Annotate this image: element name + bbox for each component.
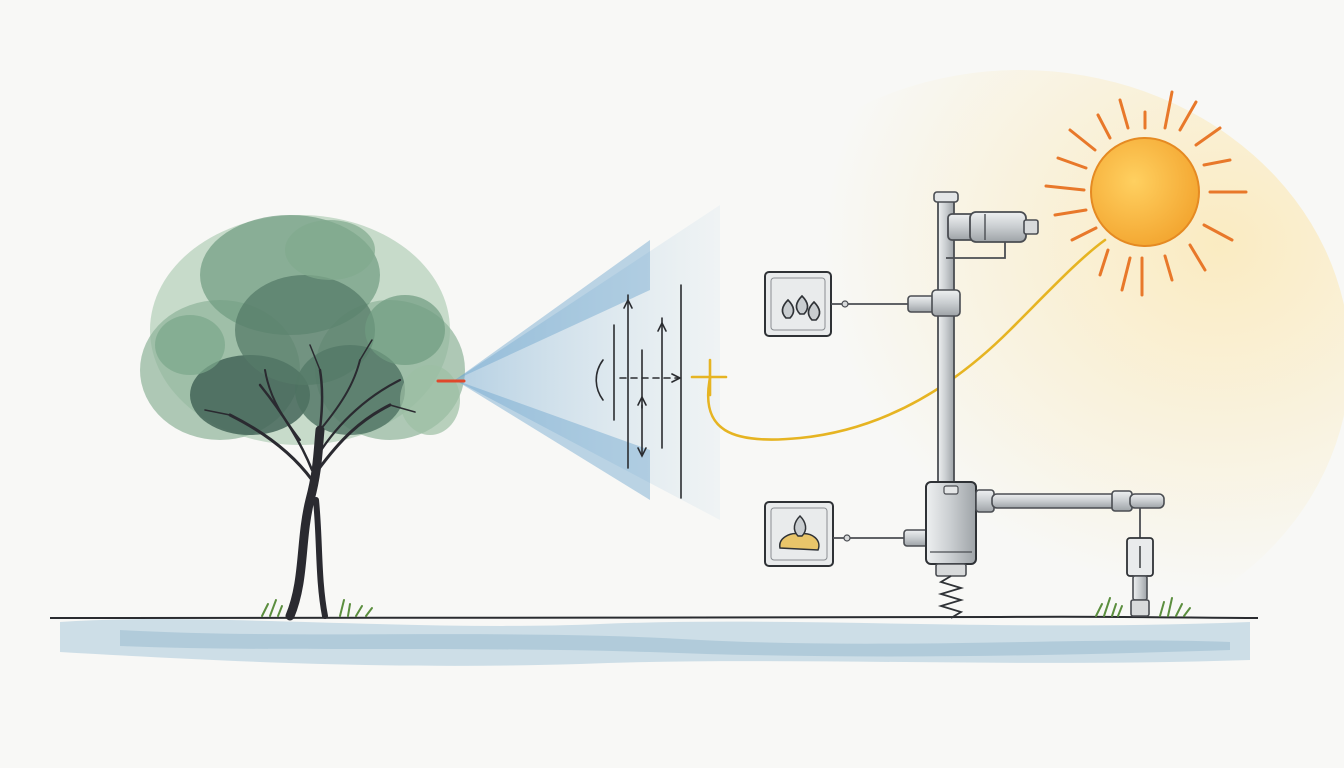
beam-icon [436, 205, 720, 520]
ground-line [49, 615, 1259, 619]
sun-rays [1044, 90, 1248, 297]
water-drop-icon [779, 514, 820, 551]
sun-icon [1044, 90, 1248, 297]
moisture-sensor-box [764, 501, 929, 567]
grass-tuft [261, 599, 373, 617]
camera-icon [946, 211, 1039, 259]
pipe-icon [975, 489, 1165, 513]
spring-coil [937, 575, 965, 619]
cable-icon [690, 238, 1107, 441]
box-icon [925, 481, 977, 619]
grass-tuft-right [1095, 597, 1191, 617]
ground-water-wash [60, 619, 1250, 666]
water-drops-icon [781, 294, 821, 321]
signal-icon [595, 284, 682, 499]
probe-icon [1126, 508, 1154, 617]
tree-icon [140, 215, 465, 621]
tree-trunk [204, 339, 416, 621]
humidity-sensor-box [764, 271, 961, 337]
tree-foliage [140, 215, 465, 445]
